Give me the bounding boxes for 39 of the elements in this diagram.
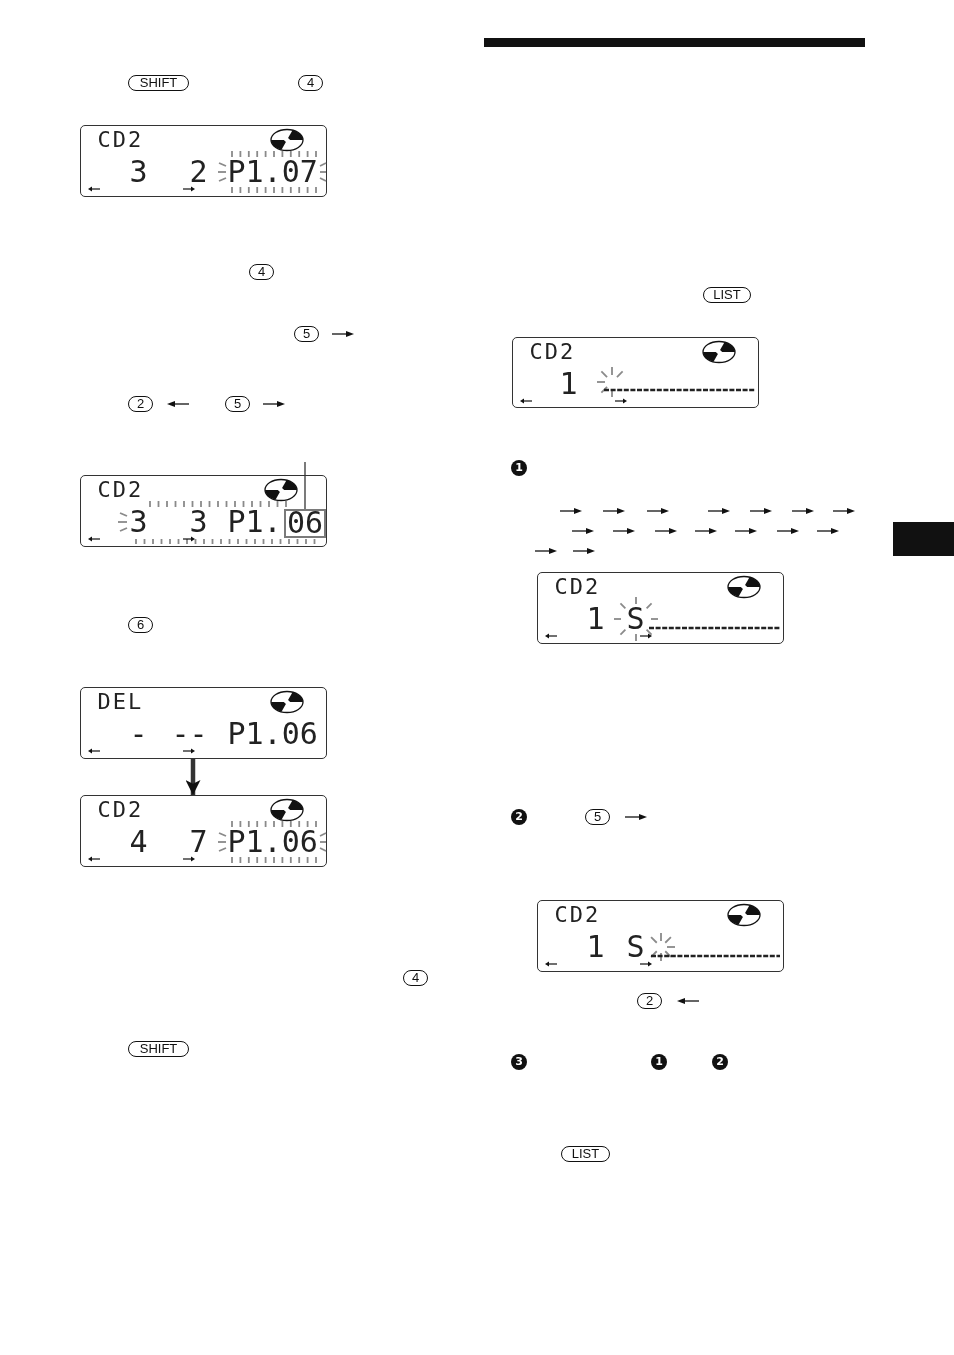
step-number: 1 xyxy=(651,1054,667,1070)
display-text: S xyxy=(626,934,645,959)
display-text: P1. xyxy=(227,509,282,534)
display-text: CD2 xyxy=(529,342,576,361)
lcd-display xyxy=(537,572,784,644)
display-text: S xyxy=(626,606,645,631)
display-text: CD2 xyxy=(554,577,601,596)
display-text: 2 xyxy=(189,159,208,184)
leader-line xyxy=(304,461,306,510)
display-text: CD2 xyxy=(554,905,601,924)
step-number: 2 xyxy=(511,809,527,825)
display-text: CD2 xyxy=(97,800,144,819)
lcd-display xyxy=(80,687,327,759)
display-text: P1.07 xyxy=(227,159,318,184)
display-text: 3 xyxy=(189,509,208,534)
lcd-display xyxy=(512,337,759,408)
step-number: 3 xyxy=(511,1054,527,1070)
display-text: 1 xyxy=(586,934,605,959)
lcd-display xyxy=(537,900,784,972)
highlight-frame: 06 xyxy=(284,509,326,538)
display-text: CD2 xyxy=(97,130,144,149)
display-text: 3 xyxy=(129,509,148,534)
display-text: - xyxy=(129,721,148,746)
display-text: 7 xyxy=(189,829,208,854)
display-text: P1.06 xyxy=(227,721,318,746)
lcd-display xyxy=(80,475,327,547)
step-number: 1 xyxy=(511,460,527,476)
display-text: 3 xyxy=(129,159,148,184)
display-text: CD2 xyxy=(97,480,144,499)
arrow xyxy=(185,759,201,795)
display-text: P1.06 xyxy=(227,829,318,854)
display-text: 4 xyxy=(129,829,148,854)
display-text: 1 xyxy=(559,371,578,396)
lcd-display xyxy=(80,125,327,197)
display-text: DEL xyxy=(97,692,144,711)
display-text: 1 xyxy=(586,606,605,631)
lcd-display xyxy=(80,795,327,867)
display-text: -- xyxy=(171,721,208,746)
step-number: 2 xyxy=(712,1054,728,1070)
